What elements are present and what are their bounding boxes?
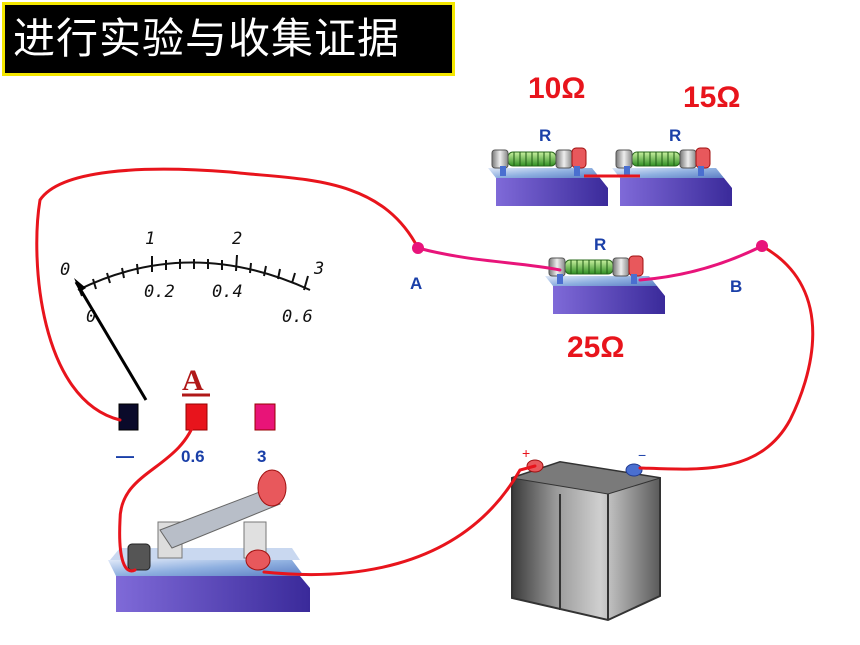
resistor-15-value: 15Ω [683,81,740,114]
dial-bottom-02: 0.2 [144,282,175,302]
resistor-25-value: 25Ω [567,331,624,364]
dial-bottom-04: 0.4 [212,282,243,302]
ammeter-needle [74,281,148,401]
dial-bottom-0: 0 [86,307,96,327]
terminal-negative[interactable] [118,403,139,431]
resistor-10-label: R [539,126,551,145]
dial-top-2: 2 [232,229,242,249]
title-box: 进行实验与收集证据 [2,2,455,76]
terminal-3[interactable] [254,403,276,431]
node-b-label: B [730,277,742,296]
node-b-dot [756,240,768,252]
dial-top-1: 1 [145,229,155,249]
dial-bottom-06: 0.6 [282,307,313,327]
dial-top-3: 3 [313,259,324,279]
terminal-3-label: 3 [257,447,266,466]
terminal-0-6-label: 0.6 [181,447,205,466]
battery-minus: − [638,447,646,463]
node-a-label: A [410,274,422,293]
dial-top-0: 0 [60,260,70,280]
knife-switch[interactable] [108,469,310,612]
terminal-negative-label: — [116,446,134,466]
ammeter-unit: A [182,364,204,397]
ammeter-dial: 0 1 2 3 0 0.2 0.4 0.6 [60,229,324,401]
circuit-wires [35,167,815,577]
battery-plus: + [522,445,530,461]
node-a-dot [412,242,424,254]
page-title: 进行实验与收集证据 [13,14,401,63]
resistor-25 [544,255,666,315]
resistor-25-label: R [594,235,606,254]
resistor-15-label: R [669,126,681,145]
battery [511,459,661,622]
resistor-10-value: 10Ω [528,72,585,105]
